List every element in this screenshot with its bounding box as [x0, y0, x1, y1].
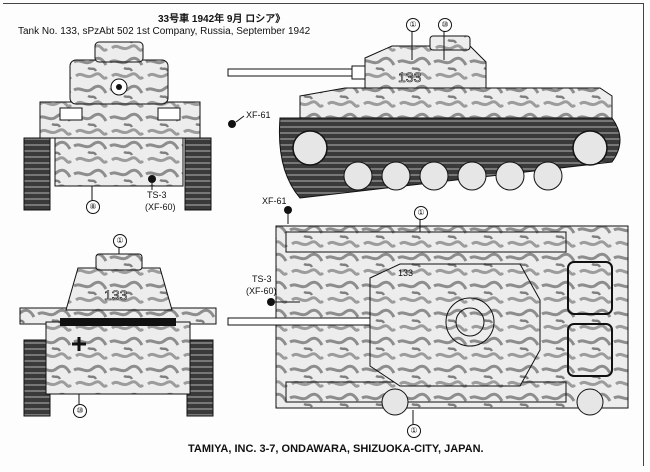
paint-label-xf60-top: (XF-60) — [246, 286, 277, 296]
rear-view: 133 — [19, 242, 217, 417]
title-english: Tank No. 133, sPzAbt 502 1st Company, Ru… — [18, 26, 311, 37]
front-view — [23, 41, 212, 211]
callout-8-front: ⑧ — [86, 200, 100, 214]
side-view: 133 — [227, 30, 621, 199]
side-turret-number: 133 — [398, 69, 422, 85]
footer-address: TAMIYA, INC. 3-7, ONDAWARA, SHIZUOKA-CIT… — [188, 443, 484, 455]
callout-1-top: ① — [414, 206, 428, 220]
paint-pointers — [148, 115, 300, 306]
callout-1-top-bottom: ① — [407, 424, 421, 438]
callout-1-side: ① — [406, 18, 420, 32]
paint-label-xf61-front: XF-61 — [246, 110, 271, 120]
callout-1-rear: ① — [113, 234, 127, 248]
rear-turret-number: 133 — [104, 287, 128, 303]
paint-label-xf61-top: XF-61 — [262, 196, 287, 206]
paint-label-xf60-front: (XF-60) — [145, 202, 176, 212]
top-number: 133 — [398, 268, 413, 278]
paint-label-ts3-top: TS-3 — [252, 274, 272, 284]
callout-10-side: ⑩ — [438, 18, 452, 32]
top-view: 133 — [227, 216, 629, 424]
page-border — [3, 3, 644, 466]
paint-label-ts3-front: TS-3 — [147, 190, 167, 200]
callout-10-rear: ⑩ — [73, 404, 87, 418]
title-japanese: 33号車 1942年 9月 ロシア》 — [158, 14, 286, 25]
